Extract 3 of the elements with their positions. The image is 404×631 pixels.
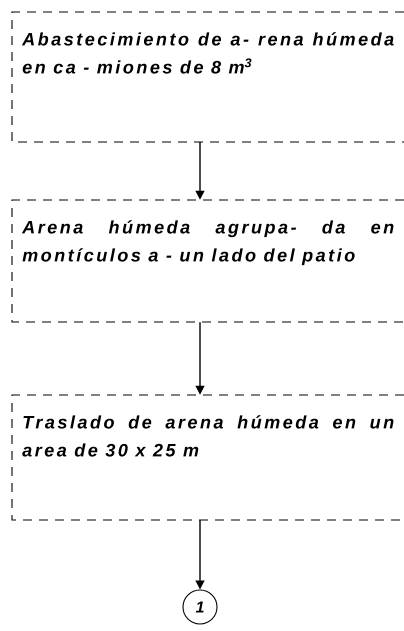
process-box: Abastecimiento de a- rena húmeda en ca - miones de 8 m$^{3}$ <box>11 11 404 143</box>
process-box: Arena húmeda agrupa- da en montículos a - un lado del patio <box>11 199 404 323</box>
process-box: Traslado de arena húmeda en un area de 30 x 25 m <box>11 394 404 521</box>
